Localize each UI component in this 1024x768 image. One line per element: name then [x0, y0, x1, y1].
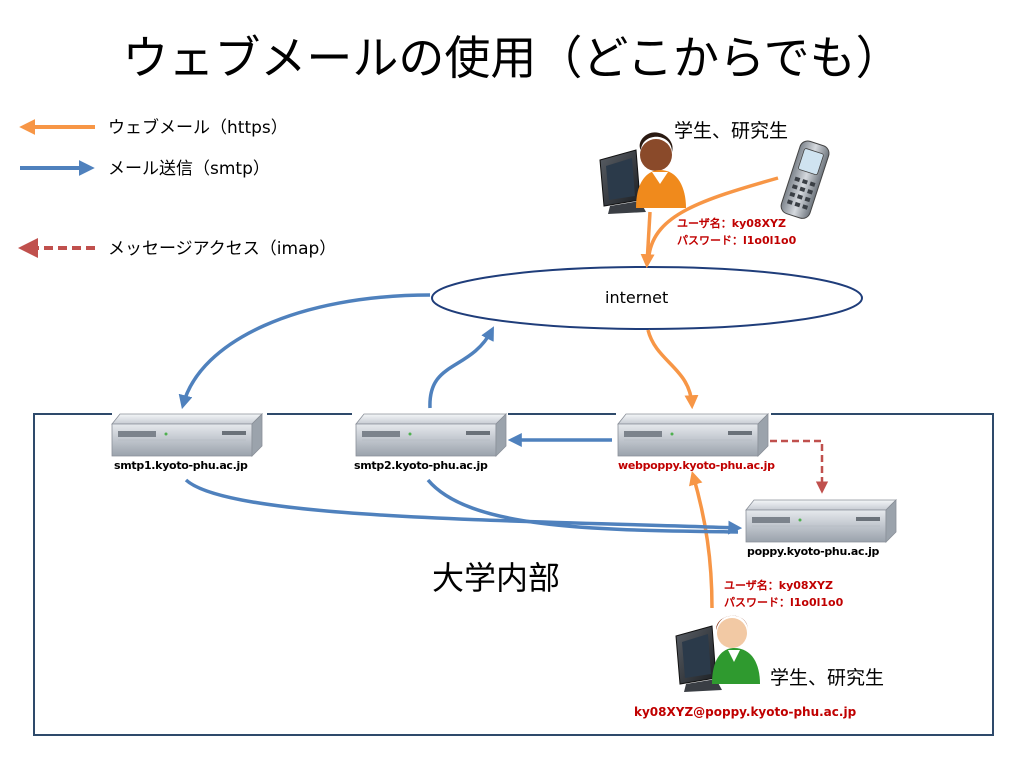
arrow-phone-to-internet — [647, 176, 779, 256]
campus-user-username: ユーザ名：ky08XYZ — [724, 579, 833, 592]
arrow-pc-to-internet — [640, 211, 655, 269]
arrow-campususer-to-webpoppy — [688, 470, 714, 609]
person-head-icon — [717, 618, 747, 648]
server-label-smtp1: smtp1.kyoto-phu.ac.jp — [114, 459, 248, 472]
remote-user-password: パスワード：l1o0l1o0 — [677, 234, 797, 247]
arrow-webpoppy-to-poppy — [770, 439, 829, 494]
legend-label-imap: メッセージアクセス（imap） — [108, 239, 337, 259]
server-webpoppy — [617, 413, 769, 457]
server-label-poppy: poppy.kyoto-phu.ac.jp — [747, 545, 880, 558]
server-poppy — [745, 499, 897, 543]
legend-label-smtp: メール送信（smtp） — [108, 159, 270, 179]
legend-arrows — [18, 119, 95, 258]
person-body-icon — [712, 648, 760, 684]
slide-title: ウェブメールの使用（どこからでも） — [122, 31, 902, 85]
server-smtp1 — [111, 413, 263, 457]
server-smtp2 — [355, 413, 507, 457]
remote-user-icon — [599, 132, 686, 214]
arrow-internet-to-webpoppy — [646, 329, 699, 410]
person-head-icon — [640, 139, 672, 171]
campus-user-email: ky08XYZ@poppy.kyoto-phu.ac.jp — [634, 705, 857, 719]
legend-label-https: ウェブメール（https） — [108, 118, 288, 138]
campus-boundary — [33, 413, 994, 736]
arrow-smtp1-to-poppy — [184, 478, 743, 535]
person-body-icon — [636, 170, 686, 208]
server-label-webpoppy: webpoppy.kyoto-phu.ac.jp — [618, 459, 775, 472]
arrow-internet-to-smtp1 — [178, 293, 431, 410]
flow-arrows — [178, 176, 829, 609]
mobile-phone-icon — [780, 140, 830, 219]
remote-user-role: 学生、研究生 — [674, 120, 789, 142]
campus-user-role: 学生、研究生 — [770, 667, 885, 689]
remote-user-username: ユーザ名：ky08XYZ — [677, 217, 786, 230]
campus-label: 大学内部 — [432, 559, 561, 597]
arrow-smtp2-to-poppy — [426, 478, 739, 534]
arrow-smtp2-to-internet — [428, 326, 494, 409]
campus-user-password: パスワード：l1o0l1o0 — [724, 596, 844, 609]
campus-user-icon — [675, 615, 760, 692]
internet-label: internet — [605, 288, 669, 307]
server-label-smtp2: smtp2.kyoto-phu.ac.jp — [354, 459, 488, 472]
